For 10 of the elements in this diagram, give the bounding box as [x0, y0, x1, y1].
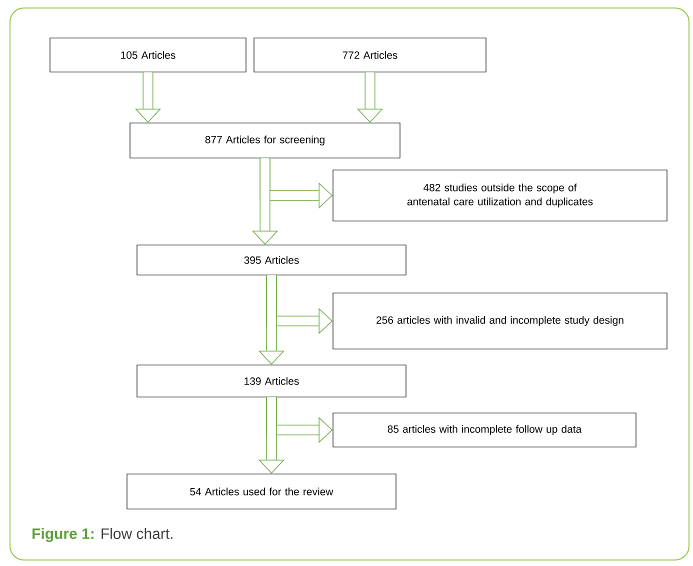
process-box: 139 Articles [136, 364, 406, 398]
process-box: 256 articles with invalid and incomplete study design [332, 292, 668, 350]
process-box: 105 Articles [50, 38, 246, 72]
process-box: 772 Articles [254, 38, 486, 72]
caption: Figure 1: Flow chart. [32, 528, 172, 542]
process-box: 85 articles with incomplete follow up data [332, 412, 636, 448]
process-box: 54 Articles used for the review [126, 474, 396, 510]
process-box: 877 Articles for screening [130, 122, 400, 158]
process-box: 395 Articles [136, 244, 406, 276]
process-box: 482 studies outside the scope of antenatal care utilization and duplicates [332, 170, 668, 222]
